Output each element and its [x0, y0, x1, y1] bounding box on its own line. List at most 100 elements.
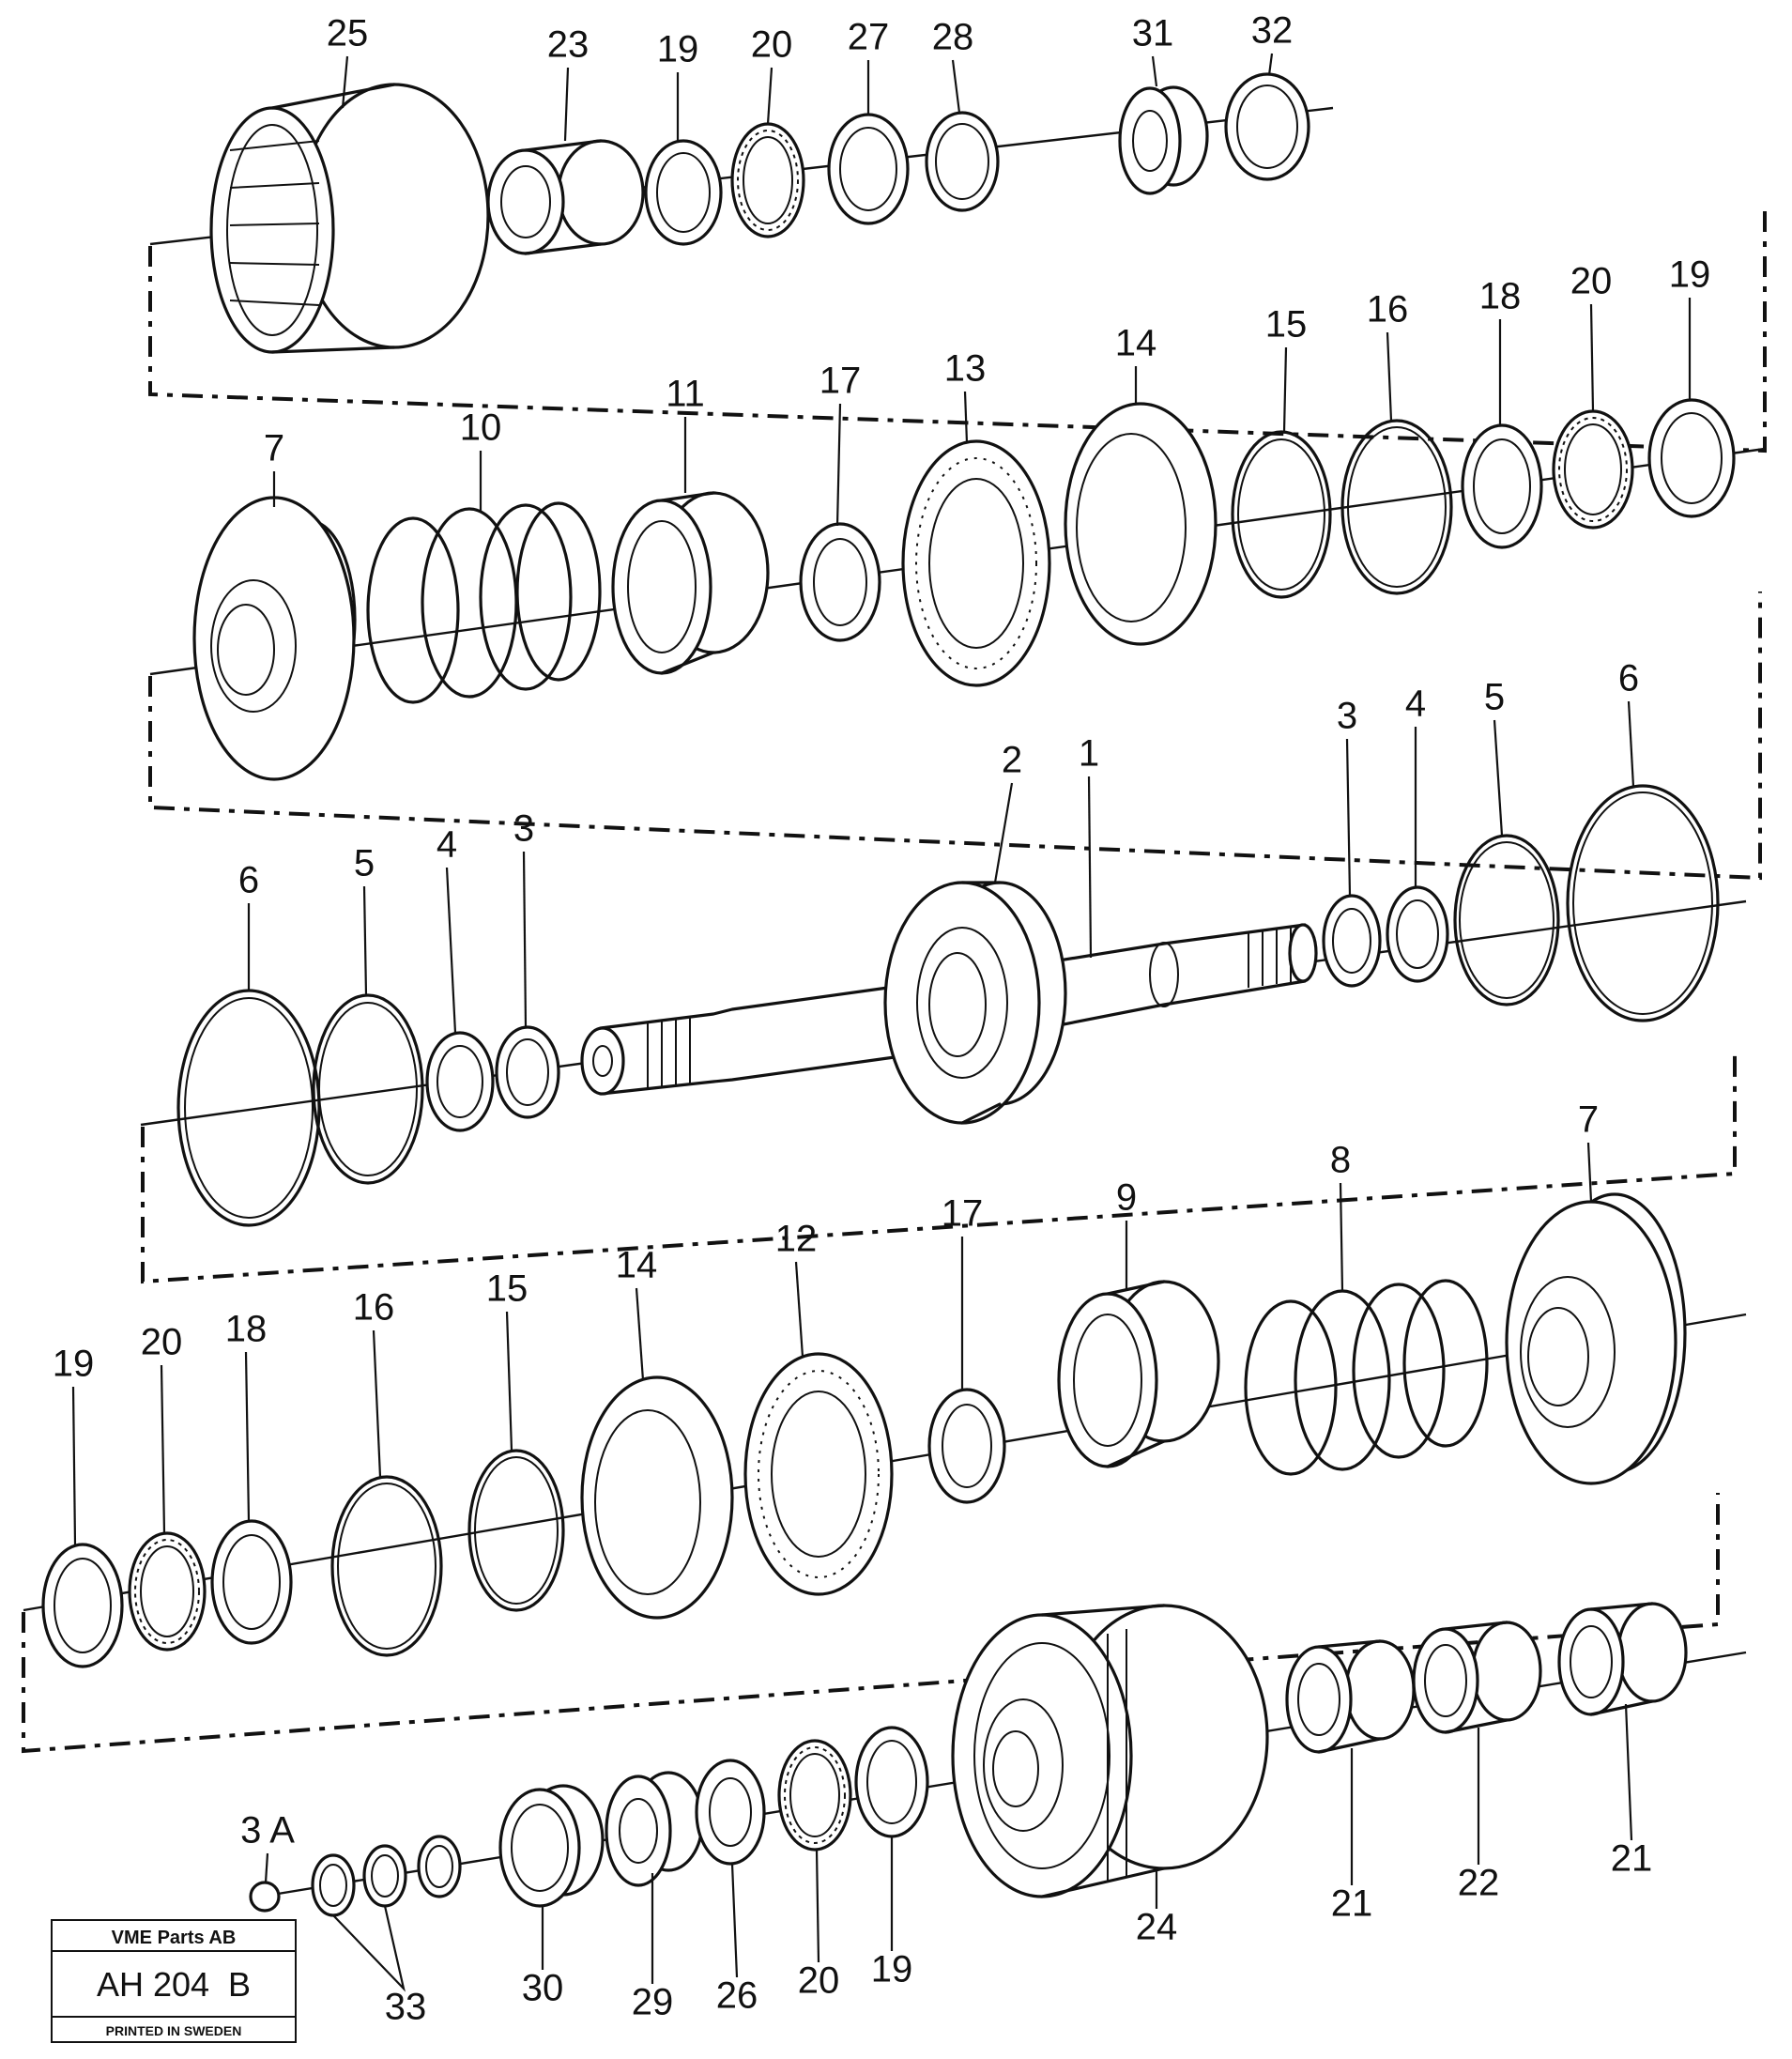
part-17-snap-ring	[799, 522, 881, 642]
part-5-ring-b	[1453, 834, 1560, 1006]
callout-25: 25	[327, 13, 369, 54]
part-6-ring-b	[1566, 784, 1720, 1022]
callout-4-b: 4	[1405, 684, 1426, 725]
part-31-taper-bearing	[1118, 85, 1209, 195]
part-3-ring	[495, 1025, 560, 1119]
part-33-ring-set	[311, 1835, 462, 1917]
callout-2: 2	[1002, 740, 1022, 781]
part-19-washer-b	[1647, 398, 1736, 518]
part-26-washer	[695, 1759, 766, 1866]
title-block: VME Parts AB AH 204 B PRINTED IN SWEDEN	[51, 1919, 297, 2043]
part-16-ring-b	[330, 1475, 443, 1657]
row-1-frame	[148, 207, 1767, 453]
callout-7: 7	[264, 428, 284, 469]
title-block-printed: PRINTED IN SWEDEN	[106, 2023, 242, 2038]
callout-23: 23	[547, 24, 590, 66]
callout-7-b: 7	[1578, 1099, 1599, 1141]
part-19-washer-d	[854, 1726, 929, 1838]
callout-21-b: 21	[1611, 1838, 1653, 1880]
callout-20: 20	[751, 24, 793, 66]
callout-14-b: 14	[616, 1245, 658, 1286]
part-17-snap-ring-b	[927, 1388, 1006, 1504]
part-3a-ball	[249, 1881, 281, 1913]
part-29-taper-bearing	[605, 1771, 704, 1887]
part-27-washer	[827, 113, 910, 225]
callout-6: 6	[238, 860, 259, 901]
part-8-spring-set	[1244, 1279, 1489, 1476]
part-3-ring-b	[1322, 894, 1382, 988]
part-19-washer	[644, 139, 723, 246]
callout-18: 18	[1479, 276, 1522, 317]
callout-13: 13	[944, 348, 987, 390]
callout-1: 1	[1079, 733, 1099, 775]
callout-20-b: 20	[1570, 261, 1613, 302]
callout-16-b: 16	[353, 1287, 395, 1329]
part-6-ring	[176, 989, 321, 1227]
part-21-needle-bearing-b	[1557, 1602, 1688, 1716]
part-15-snap-ring-b	[467, 1449, 565, 1612]
part-13-friction-disc	[901, 439, 1051, 687]
callout-33: 33	[385, 1987, 427, 2028]
part-23-needle-bearing	[486, 139, 645, 255]
part-22-sleeve	[1412, 1621, 1542, 1734]
part-19-washer-c	[41, 1543, 124, 1668]
part-7-piston	[192, 496, 357, 781]
callout-19-c: 19	[53, 1344, 95, 1385]
row-4-frame	[22, 1493, 1720, 1754]
part-20-thrust-bearing-c	[128, 1531, 207, 1652]
callout-8: 8	[1330, 1140, 1351, 1181]
callout-3-b: 3	[1337, 696, 1357, 737]
callout-19-b: 19	[1669, 254, 1711, 296]
callout-28: 28	[932, 17, 974, 58]
callout-3: 3	[513, 808, 534, 850]
callout-12: 12	[775, 1219, 818, 1260]
part-25-ring-gear	[209, 83, 490, 354]
row-3: 6 5 4 3 2 1 3 4 5 6	[140, 658, 1747, 1284]
callout-10: 10	[460, 407, 502, 449]
part-10-spring-set	[366, 501, 602, 704]
callout-5: 5	[354, 843, 375, 884]
callout-19: 19	[657, 29, 699, 70]
part-12-friction-disc	[743, 1352, 894, 1596]
callout-4: 4	[437, 824, 457, 866]
part-11-clutch-hub	[611, 491, 770, 675]
title-block-company: VME Parts AB	[112, 1928, 237, 1948]
callout-29: 29	[632, 1982, 674, 2023]
callout-26: 26	[716, 1975, 758, 2017]
part-4-ring-b	[1386, 885, 1449, 983]
part-18-washer-b	[210, 1519, 293, 1645]
part-14-pressure-plate	[1064, 402, 1218, 646]
callout-5-b: 5	[1484, 677, 1505, 718]
part-16-ring	[1340, 419, 1453, 595]
callout-22: 22	[1458, 1863, 1500, 1904]
row-4: 19 20 18 16 15 14 12 17 9 8 7	[22, 1099, 1747, 1754]
part-2-gear	[883, 881, 1067, 1125]
row-2: 7 10 11 17 13 14 15 16 18 20 19	[148, 254, 1766, 881]
part-9-clutch-hub	[1057, 1280, 1220, 1468]
part-20-thrust-bearing-d	[777, 1739, 852, 1852]
row-1: 25 23 19 20 27 28 31 32	[148, 10, 1767, 453]
part-18-washer	[1461, 423, 1543, 549]
callout-6-b: 6	[1618, 658, 1639, 699]
callout-31: 31	[1132, 13, 1174, 54]
callout-14: 14	[1115, 323, 1157, 364]
part-14-pressure-plate-b	[580, 1375, 734, 1620]
callout-17-b: 17	[942, 1193, 984, 1235]
callout-3a: 3 A	[240, 1810, 295, 1852]
part-24-gear-drum	[951, 1604, 1269, 1898]
title-block-drawing-number: AH 204 B	[97, 1965, 251, 2004]
callout-11: 11	[666, 374, 705, 415]
callout-24: 24	[1136, 1907, 1178, 1948]
row-5: 3 A 33 30 29 26 20 19 24 21 22 21	[240, 1602, 1747, 2028]
row-2-frame	[148, 592, 1762, 881]
callout-16: 16	[1367, 289, 1409, 330]
part-28-ring	[925, 111, 1000, 212]
callout-21: 21	[1331, 1883, 1373, 1925]
callout-9: 9	[1116, 1177, 1137, 1219]
part-20-thrust-bearing-b	[1552, 409, 1634, 530]
callout-18-b: 18	[225, 1309, 268, 1350]
callout-20-c: 20	[141, 1322, 183, 1363]
part-32-bearing-cup	[1224, 72, 1310, 181]
callout-32: 32	[1251, 10, 1294, 52]
